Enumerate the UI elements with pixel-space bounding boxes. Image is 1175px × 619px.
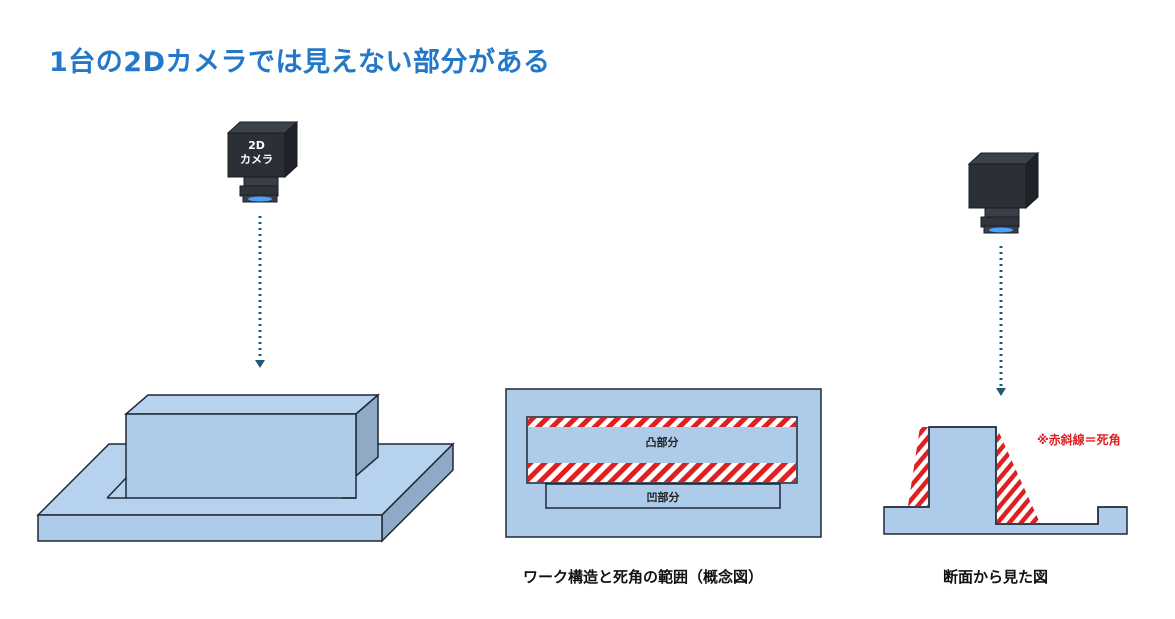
lens-icon — [248, 196, 272, 202]
camera-label-line2: カメラ — [240, 153, 273, 166]
camera-label: 2D カメラ — [230, 139, 283, 167]
arrow-down-icon — [996, 388, 1006, 396]
concept-diagram — [505, 388, 822, 538]
lens-icon — [989, 227, 1013, 233]
blind-spot-hatch-bottom — [528, 463, 796, 482]
concave-part — [545, 483, 781, 509]
camera-right — [967, 151, 1040, 234]
concept-caption: ワーク構造と死角の範囲（概念図） — [523, 568, 764, 586]
cross-section — [883, 426, 1128, 535]
blind-spot-hatch-left — [908, 427, 928, 506]
concave-label: 凹部分 — [646, 491, 680, 504]
arrow-down-icon — [255, 360, 265, 368]
section-caption: 断面から見た図 — [943, 568, 1049, 586]
convex-label: 凸部分 — [645, 436, 679, 449]
blind-spot-hatch-right — [997, 428, 1040, 523]
page-title: 1台の2Dカメラでは見えない部分がある — [49, 47, 551, 78]
camera-2d-left — [226, 120, 299, 203]
camera-label-line1: 2D — [248, 139, 265, 152]
blind-spot-hatch-top — [528, 418, 796, 427]
blind-spot-note: ※赤斜線＝死角 — [1037, 433, 1121, 447]
workpiece-3d — [36, 393, 455, 543]
